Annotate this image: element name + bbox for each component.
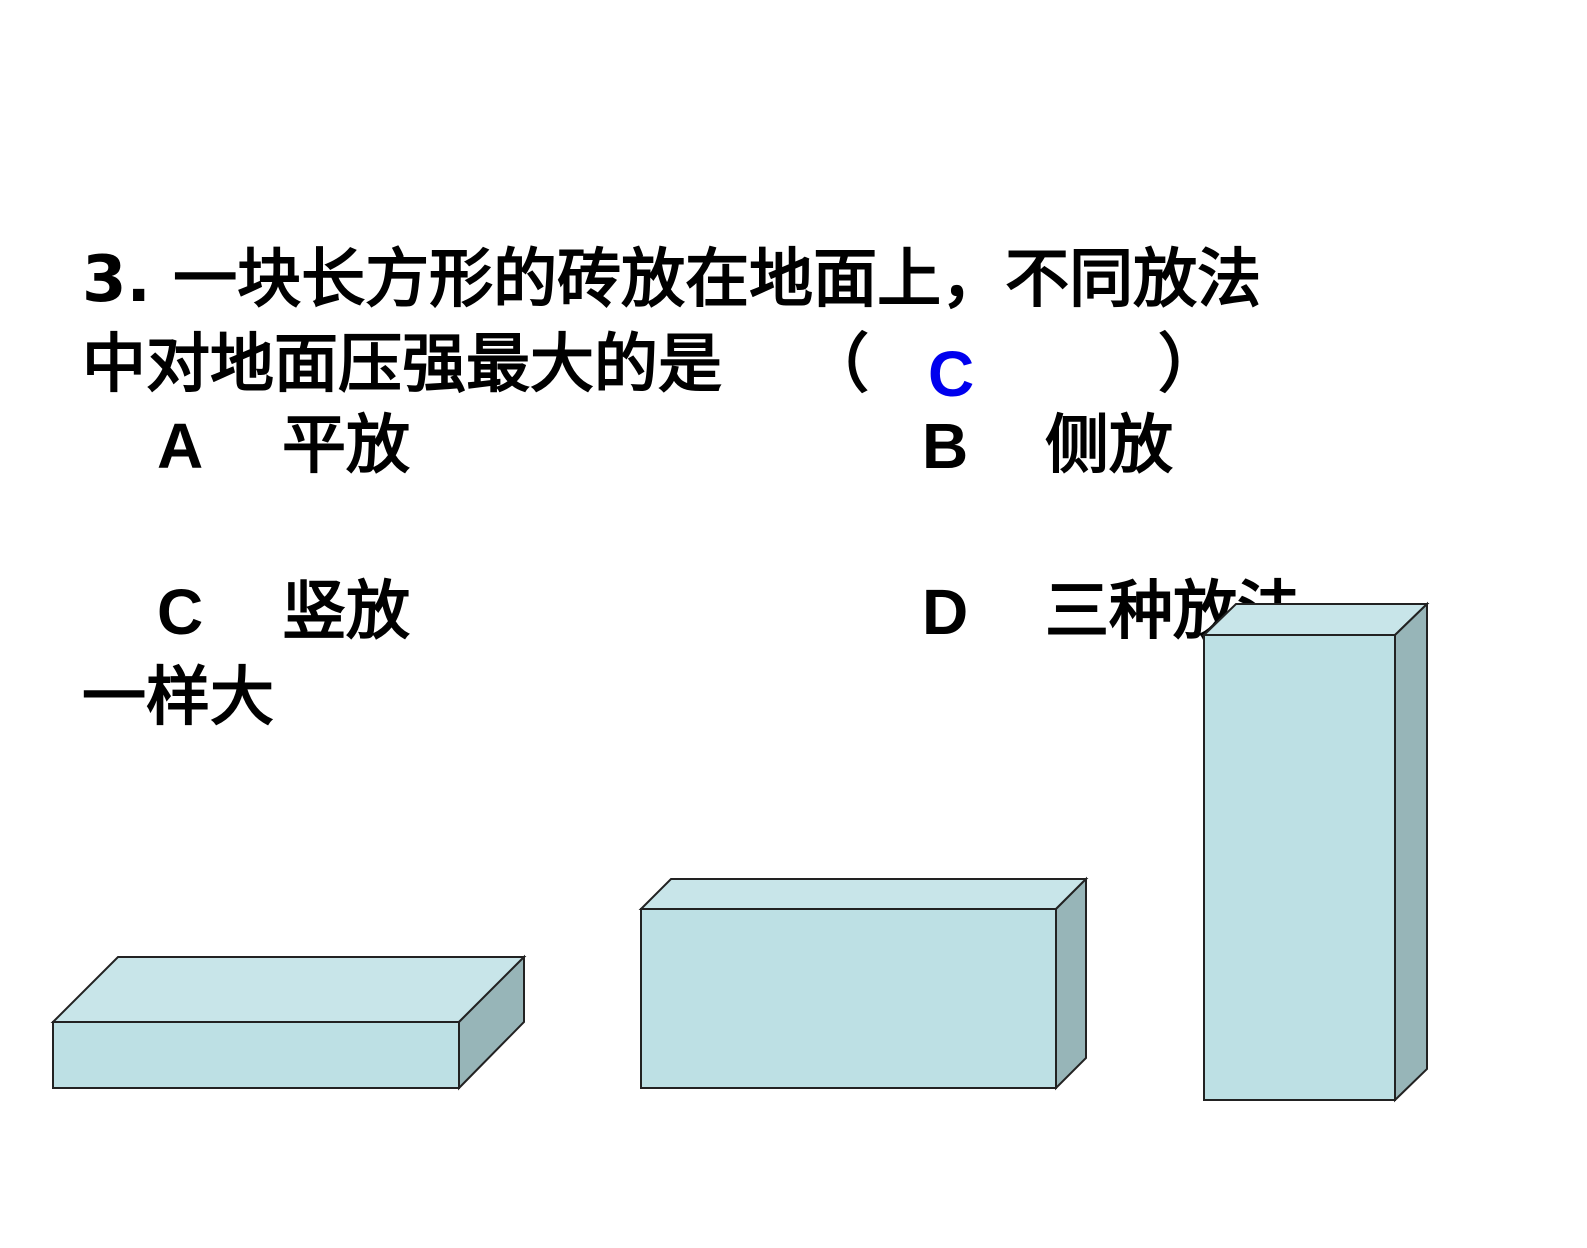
brick-side-top-face [638,878,1089,910]
answer-paren-close: ） [1158,328,1222,402]
question-line-2: 中对地面压强最大的是 [82,328,722,402]
option-d-letter: D [922,576,969,648]
brick-upright-side-face [1394,601,1428,1103]
option-b-letter: B [922,410,969,482]
brick-upright-front-face [1203,634,1396,1101]
answer-paren-open: （ [805,328,869,402]
brick-upright-top-face [1201,603,1430,636]
question-line-1: 3. 一块长方形的砖放在地面上，不同放法 [82,243,1262,317]
option-a-text: 平放 [282,409,410,483]
option-c-letter: C [157,576,204,648]
brick-flat-front-face [52,1021,460,1089]
brick-flat-top-face [50,956,527,1023]
brick-side-front-face [640,908,1057,1089]
brick-side [638,876,1089,1091]
brick-side-side-face [1055,876,1087,1091]
brick-upright [1201,601,1430,1103]
option-d-continuation: 一样大 [82,661,274,735]
answer-choice: C [928,338,975,410]
option-a-letter: A [157,410,204,482]
brick-flat [50,954,527,1091]
option-b-text: 侧放 [1045,409,1173,483]
option-c-text: 竖放 [282,575,410,649]
